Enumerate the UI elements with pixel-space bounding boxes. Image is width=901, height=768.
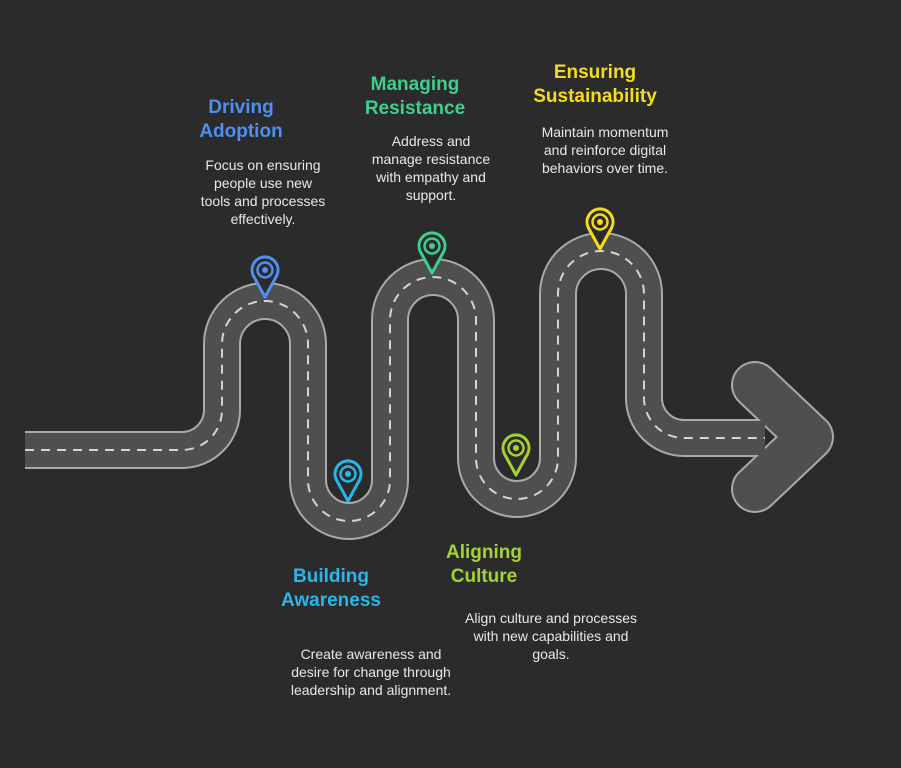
stage-desc-line: and reinforce digital: [543, 142, 667, 158]
stage-desc-line: desire for change through: [291, 664, 451, 680]
stage-desc-managing-resistance: Address and manage resistance with empat…: [372, 132, 490, 204]
stage-title-line: Awareness: [281, 590, 381, 611]
stage-title-line: Ensuring: [553, 62, 637, 83]
stage-desc-line: Create awareness and: [300, 646, 442, 662]
stage-title-line: Adoption: [199, 121, 283, 142]
map-pin-icon: [585, 207, 615, 251]
stage-desc-line: goals.: [532, 646, 570, 662]
stage-title-line: Managing: [370, 74, 460, 95]
stage-title-line: Culture: [450, 566, 518, 587]
stage-desc-line: people use new: [213, 175, 313, 191]
stage-desc-line: support.: [405, 187, 457, 203]
stage-desc-line: behaviors over time.: [541, 160, 669, 176]
stage-desc-line: Address and: [391, 133, 471, 149]
stage-desc-building-awareness: Create awareness and desire for change t…: [291, 645, 451, 699]
road-surface: [25, 234, 765, 538]
stage-title-managing-resistance: Managing Resistance: [365, 73, 465, 121]
stage-desc-line: effectively.: [230, 211, 296, 227]
stage-desc-driving-adoption: Focus on ensuring people use new tools a…: [201, 156, 326, 228]
stage-title-ensuring-sustainability: Ensuring Sustainability: [533, 61, 657, 109]
map-pin-icon: [250, 255, 280, 299]
stage-title-line: Building: [293, 566, 369, 587]
stage-desc-line: with new capabilities and: [473, 628, 629, 644]
stage-desc-ensuring-sustainability: Maintain momentum and reinforce digital …: [542, 123, 669, 177]
stage-title-line: Resistance: [364, 98, 466, 119]
stage-title-line: Aligning: [446, 542, 522, 563]
stage-desc-aligning-culture: Align culture and processes with new cap…: [465, 609, 637, 663]
stage-title-line: Driving: [208, 97, 274, 118]
stage-title-line: Sustainability: [533, 86, 657, 107]
stage-desc-line: manage resistance: [371, 151, 491, 167]
map-pin-icon: [333, 459, 363, 503]
stage-desc-line: Align culture and processes: [465, 610, 637, 626]
stage-desc-line: with empathy and: [376, 169, 486, 185]
stage-title-building-awareness: Building Awareness: [281, 565, 381, 613]
arrow-head: [733, 363, 832, 511]
stage-title-aligning-culture: Aligning Culture: [446, 541, 522, 589]
lane-marking: [25, 250, 765, 522]
map-pin-icon: [417, 231, 447, 275]
stage-desc-line: leadership and alignment.: [290, 682, 452, 698]
stage-desc-line: Maintain momentum: [541, 124, 669, 140]
stage-title-driving-adoption: Driving Adoption: [199, 96, 282, 144]
stage-desc-line: Focus on ensuring: [205, 157, 321, 173]
stage-desc-line: tools and processes: [200, 193, 326, 209]
map-pin-icon: [501, 433, 531, 477]
